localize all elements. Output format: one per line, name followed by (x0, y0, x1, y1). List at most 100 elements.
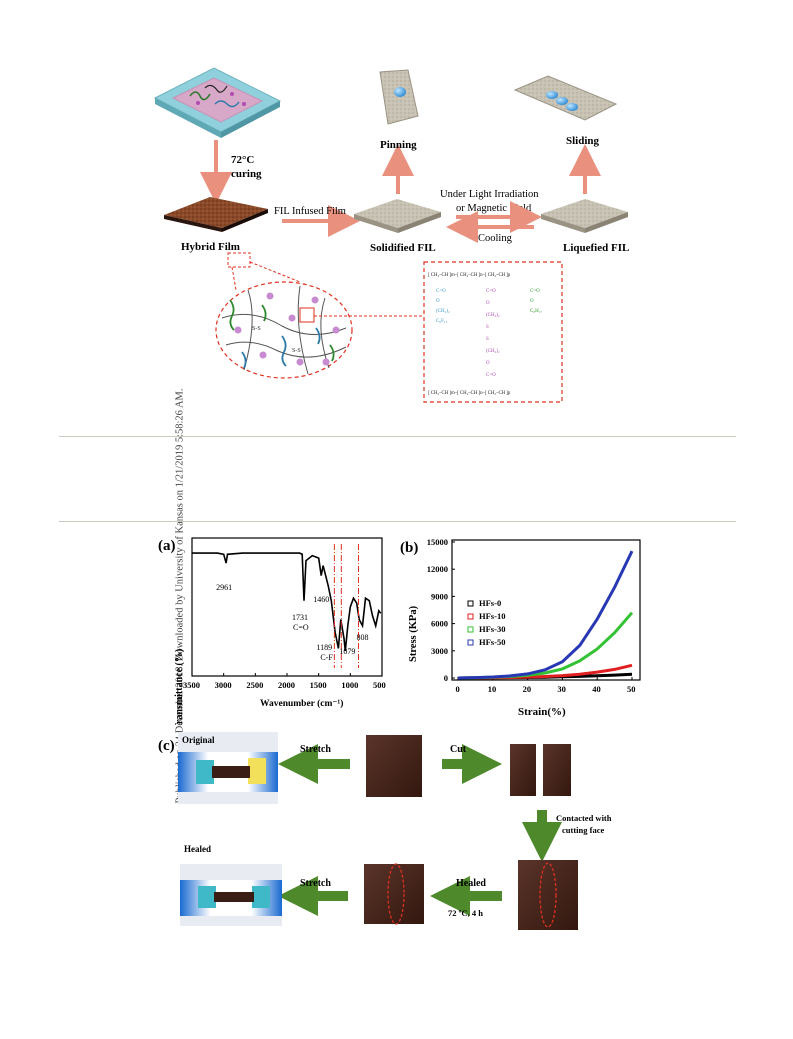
ftir-annotation: 1460 (313, 595, 329, 604)
contacted-line2: cutting face (562, 825, 604, 835)
chem-group-text: O (486, 301, 490, 306)
curing-label: curing (231, 168, 262, 180)
ftir-annotation: 1189 (316, 643, 332, 652)
chem-group-text: (CH₂)₂ (436, 309, 450, 314)
ftir-x-tick-label: 1000 (341, 680, 358, 690)
original-stretch-photo (178, 732, 278, 804)
cut-piece-left (510, 744, 536, 796)
ss-label-1: S-S (252, 326, 261, 332)
green-side-group: C=O O C₈H₁₇ (530, 289, 542, 314)
panel-c-healing-figure: (c) Original Stretch Cut Contacted with … (158, 732, 612, 930)
chem-group-text: C=O (530, 289, 540, 294)
chem-group-text: O (486, 361, 490, 366)
chem-group-text: O (436, 299, 440, 304)
legend-swatch (467, 600, 474, 607)
ftir-x-tick-label: 3500 (183, 680, 200, 690)
stress-x-tick-label: 20 (523, 684, 532, 694)
stress-y-tick-label: 9000 (431, 591, 448, 601)
contacted-line1: Contacted with (556, 813, 612, 823)
stress-series-hfs-50 (457, 550, 634, 680)
mold-illustration (153, 67, 282, 138)
stress-y-tick-label: 6000 (431, 619, 448, 629)
network-zoom-ellipse: S-S S-S (215, 281, 353, 379)
stretch-top-label: Stretch (300, 744, 331, 755)
pinning-plate-illustration (379, 69, 419, 125)
chem-group-text: C=O (436, 289, 446, 294)
chem-group-text: S (486, 325, 489, 330)
sliding-plate-illustration (513, 75, 618, 121)
light-line1: Under Light Irradiation (440, 189, 539, 200)
healed-label: Healed (184, 844, 211, 854)
stress-y-tick-label: 3000 (431, 646, 448, 656)
ftir-series-line (192, 552, 382, 651)
curing-temp: 72°C (231, 154, 254, 166)
cut-piece-right (543, 744, 571, 796)
cooling-label: Cooling (478, 233, 513, 244)
chem-group-text: C=O (486, 373, 496, 378)
sliding-label: Sliding (566, 135, 600, 147)
backbone-top: [ CH₂–CH ]m–[ CH₂–CH ]n–[ CH₂–CH ]p (428, 273, 511, 278)
legend-swatch (467, 626, 474, 633)
fil-infused-label: FIL Infused Film (274, 206, 346, 217)
ftir-annotation: 808 (356, 633, 368, 642)
stress-xlabel: Strain(%) (518, 706, 566, 718)
ftir-ylabel: Transmittance (%) (174, 649, 185, 725)
healed-stretch-photo (180, 864, 282, 926)
ftir-annotation: C-F (320, 653, 333, 662)
panel-c-label: (c) (158, 738, 175, 754)
contacted-film-photo (518, 860, 578, 930)
stress-x-tick-label: 10 (488, 684, 497, 694)
stress-x-tick-label: 50 (627, 684, 636, 694)
legend-label: HFs-30 (479, 624, 505, 634)
stress-x-tick-label: 0 (456, 684, 460, 694)
stress-y-tick-label: 0 (444, 673, 448, 683)
ftir-annotation: 1079 (339, 647, 355, 656)
hybrid-film-label: Hybrid Film (181, 241, 240, 253)
chem-group-text: C₈H₁₇ (530, 309, 542, 314)
legend-swatch (467, 613, 474, 620)
zoom-source-box (227, 252, 251, 268)
pinning-label: Pinning (380, 139, 417, 151)
scheme-figure: 72°C curing Hybrid Film FIL Infused Film… (153, 67, 629, 403)
ftir-x-tick-label: 500 (373, 680, 386, 690)
stress-x-tick-label: 40 (592, 684, 601, 694)
chem-group-text: O (530, 299, 534, 304)
chemical-structure-box (423, 261, 563, 403)
panel-a-label: (a) (158, 538, 176, 554)
purple-side-group: C=OO(CH₂)₂SS(CH₂)₂OC=O (486, 289, 500, 378)
stress-plot-frame (451, 539, 641, 681)
original-label: Original (182, 735, 215, 745)
ftir-x-tick-label: 2500 (246, 680, 263, 690)
chem-group-text: C=O (486, 289, 496, 294)
blue-side-group: C=O O (CH₂)₂ C₆F₁₃ (436, 289, 450, 324)
ftir-annotation: 2961 (216, 583, 232, 592)
divider-bottom (59, 521, 736, 522)
stretch-bottom-label: Stretch (300, 878, 331, 889)
hybrid-film-illustration (164, 197, 268, 232)
ftir-x-tick-label: 3000 (215, 680, 232, 690)
legend-label: HFs-0 (479, 598, 501, 608)
chem-group-text: S (486, 337, 489, 342)
original-film-photo (366, 735, 422, 797)
panel-b-label: (b) (400, 540, 418, 556)
healed-arrow-label: Healed (456, 878, 486, 889)
liquefied-label: Liquefied FIL (563, 242, 629, 254)
light-line2: or Magnetic Field (456, 203, 532, 214)
ftir-x-tick-label: 1500 (310, 680, 327, 690)
solidified-label: Solidified FIL (370, 242, 436, 254)
ss-label-2: S-S (292, 348, 301, 354)
cut-label: Cut (450, 744, 467, 755)
solidified-fil-illustration (354, 199, 441, 233)
legend-label: HFs-10 (479, 611, 505, 621)
legend-swatch (467, 639, 474, 646)
liquefied-fil-illustration (541, 199, 628, 233)
ftir-annotation: C=O (293, 623, 309, 632)
stress-x-tick-label: 30 (557, 684, 566, 694)
stress-y-tick-label: 12000 (427, 564, 448, 574)
chem-group-text: C₆F₁₃ (436, 319, 448, 324)
ftir-annotation: 1731 (292, 613, 308, 622)
chem-group-text: (CH₂)₂ (486, 349, 500, 354)
backbone-bottom: [ CH₂–CH ]m–[ CH₂–CH ]n–[ CH₂–CH ]p (428, 391, 511, 396)
